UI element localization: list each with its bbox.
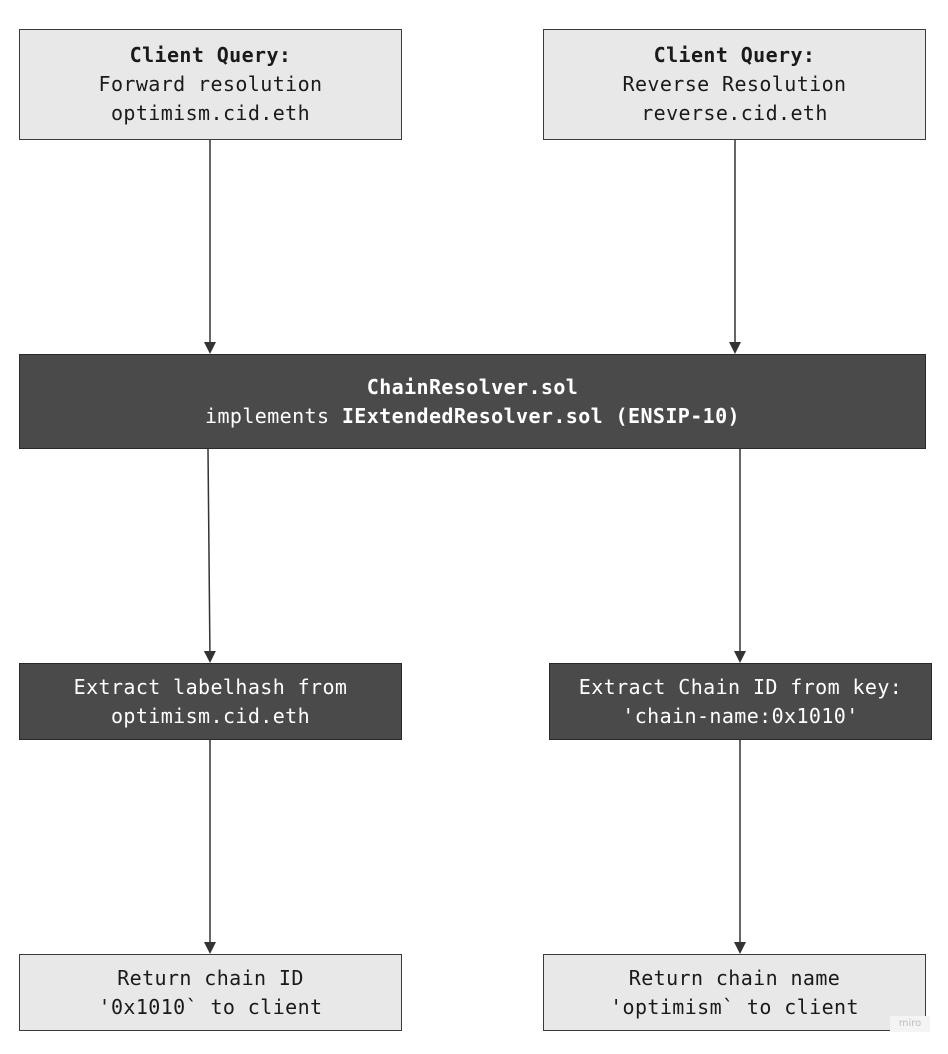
miro-watermark: miro xyxy=(890,1016,930,1032)
node-text-line: Return chain ID xyxy=(117,965,304,990)
node-chain-resolver[interactable]: ChainResolver.sol implements IExtendedRe… xyxy=(19,354,926,449)
node-heading: Client Query: xyxy=(129,43,292,67)
node-text-line: reverse.cid.eth xyxy=(641,101,828,125)
node-heading: Client Query: xyxy=(653,43,816,67)
implements-interface: IExtendedResolver.sol (ENSIP-10) xyxy=(341,403,740,428)
implements-prefix: implements xyxy=(205,403,342,428)
node-extract-chain-id[interactable]: Extract Chain ID from key: 'chain-name:0… xyxy=(549,663,932,740)
node-text-line: Reverse Resolution xyxy=(622,72,847,96)
node-text-line: Extract labelhash from xyxy=(73,674,348,699)
arrow-resolver-to-extract-labelhash xyxy=(203,448,216,663)
node-reverse-query[interactable]: Client Query: Reverse Resolution reverse… xyxy=(543,29,926,140)
node-text-line: Return chain name xyxy=(628,965,841,990)
node-text-line: Extract Chain ID from key: xyxy=(578,674,903,699)
node-return-chain-name[interactable]: Return chain name 'optimism` to client xyxy=(543,954,926,1031)
node-text-line: 'optimism` to client xyxy=(610,994,859,1019)
node-return-chain-id[interactable]: Return chain ID '0x1010` to client xyxy=(19,954,402,1031)
node-forward-query[interactable]: Client Query: Forward resolution optimis… xyxy=(19,29,402,140)
node-text-line: Forward resolution xyxy=(98,72,323,96)
node-text-line: 'chain-name:0x1010' xyxy=(622,703,859,728)
node-title: ChainResolver.sol xyxy=(366,374,579,399)
node-implements-line: implements IExtendedResolver.sol (ENSIP-… xyxy=(205,402,740,431)
node-text-line: '0x1010` to client xyxy=(98,994,323,1019)
node-text-line: optimism.cid.eth xyxy=(110,703,311,728)
node-extract-labelhash[interactable]: Extract labelhash from optimism.cid.eth xyxy=(19,663,402,740)
node-text-line: optimism.cid.eth xyxy=(110,101,311,125)
